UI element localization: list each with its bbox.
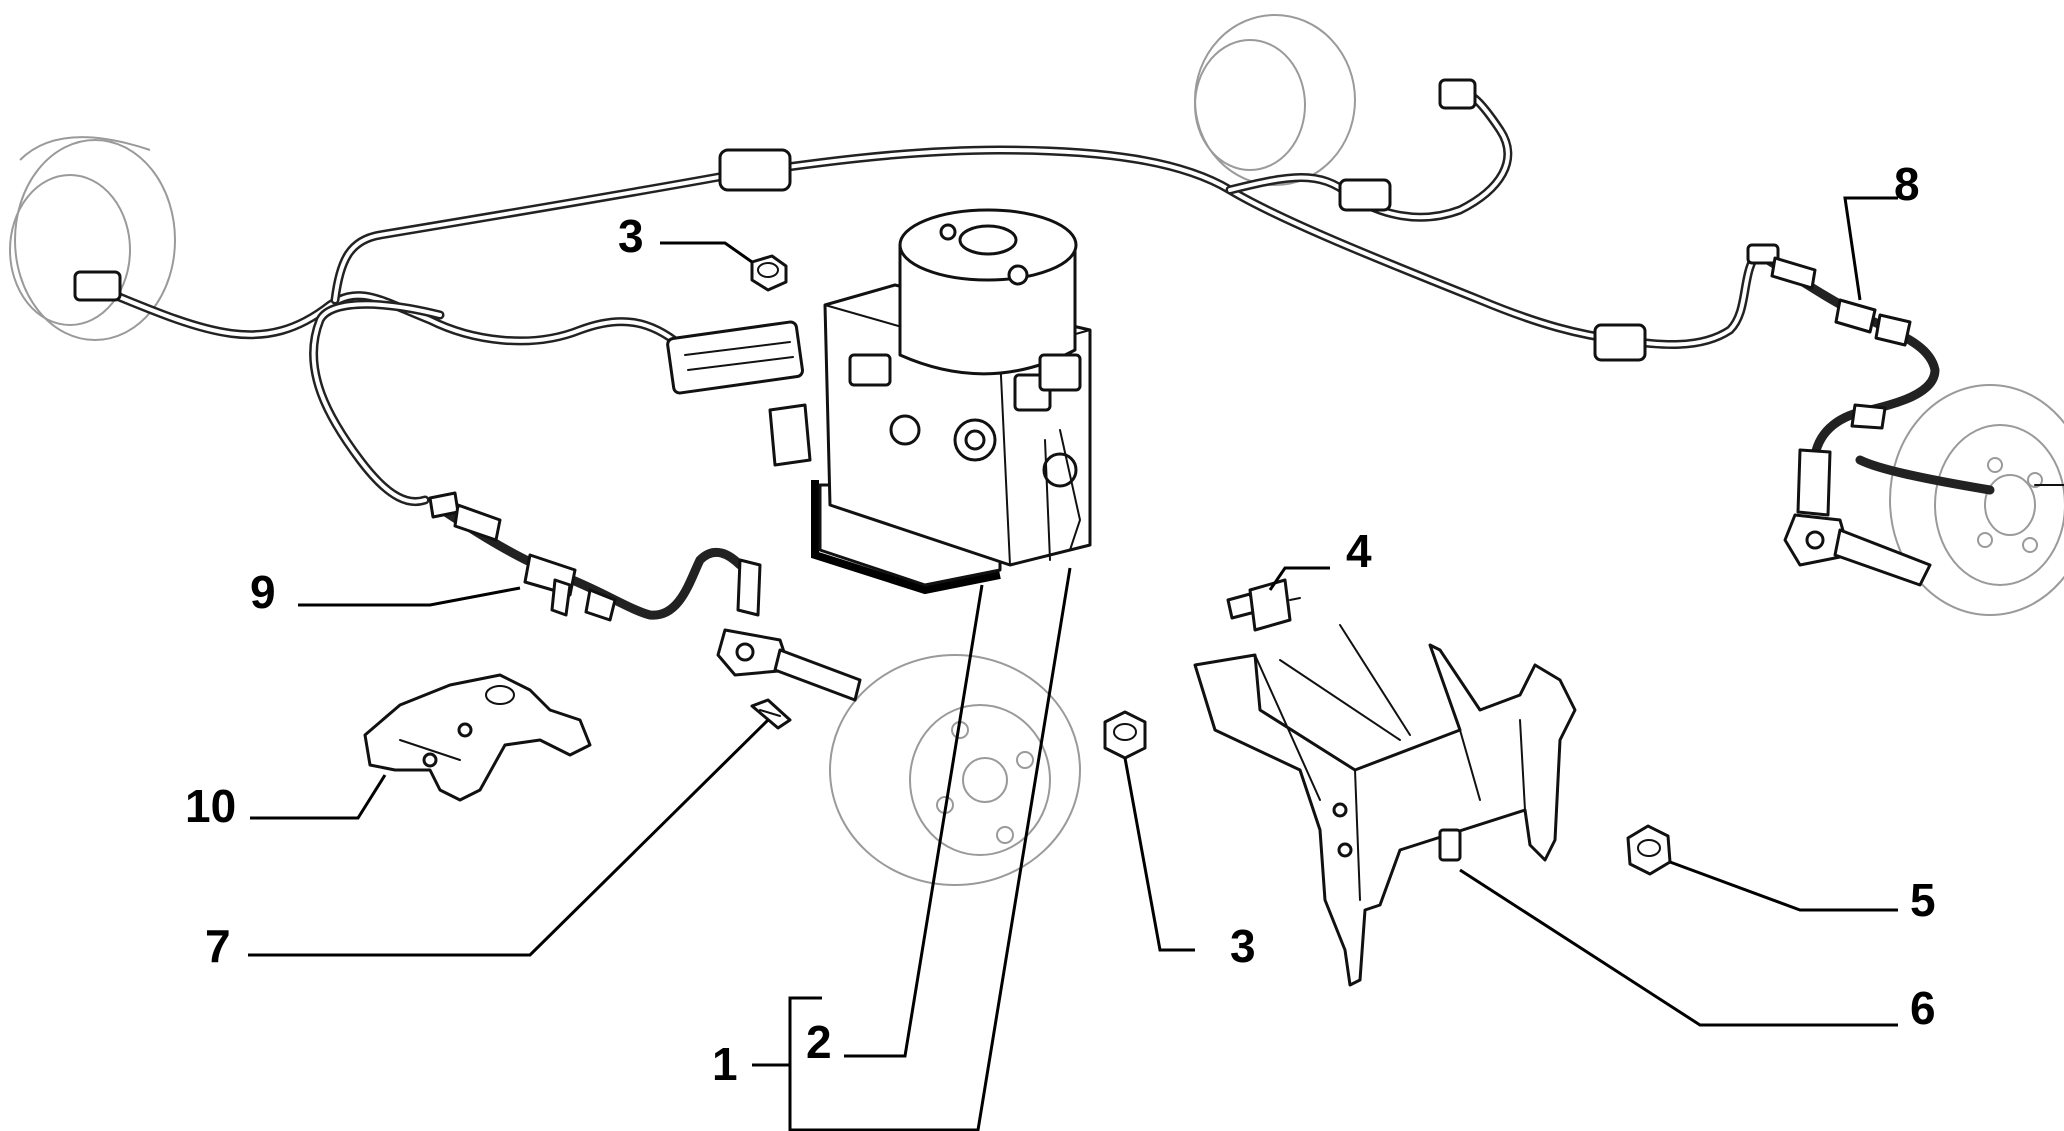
- callout-7: 7: [205, 920, 231, 972]
- callout-8: 8: [1894, 158, 1920, 210]
- front-right-wheel-ghost: [1194, 14, 1356, 186]
- callout-labels: 1 2 3 3 4 5 6 7 8 9 10: [185, 158, 1936, 1090]
- rear-drum-ghost: [1889, 384, 2064, 616]
- front-left-wheel-ghost: [9, 136, 176, 341]
- hex-nut-right: [1626, 824, 1672, 876]
- callout-6: 6: [1910, 982, 1936, 1034]
- callout-1: 1: [712, 1038, 738, 1090]
- callout-3-upper: 3: [618, 210, 644, 262]
- wiring-harness: [73, 78, 1995, 507]
- callout-2: 2: [806, 1016, 832, 1068]
- stud-bolt: [1226, 578, 1301, 632]
- mounting-bracket: [1193, 624, 1577, 987]
- callout-5: 5: [1910, 874, 1936, 926]
- leader-lines: [248, 196, 1898, 1131]
- abs-hydraulic-modulator: [768, 208, 1092, 595]
- front-wheel-speed-sensor: [428, 491, 862, 702]
- callout-4: 4: [1346, 525, 1372, 577]
- center-disc-ghost: [829, 654, 1081, 886]
- rear-wheel-speed-sensor: [1746, 243, 1940, 587]
- callout-10: 10: [185, 780, 236, 832]
- callout-9: 9: [250, 566, 276, 618]
- sensor-bracket: [363, 673, 592, 802]
- callout-3-lower: 3: [1230, 920, 1256, 972]
- hex-nut-lower: [1103, 710, 1147, 760]
- hex-nut-upper: [750, 254, 788, 292]
- small-screw: [750, 698, 792, 730]
